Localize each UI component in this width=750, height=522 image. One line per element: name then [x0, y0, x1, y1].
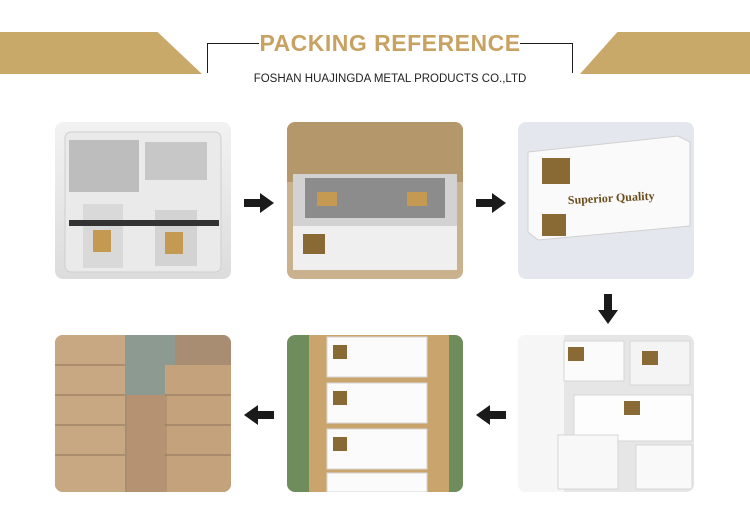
- bagged-parts-image: [64, 131, 222, 273]
- photo-bagged-parts: [55, 122, 231, 279]
- photo-box-pile: [518, 335, 694, 492]
- open-carton-image: [287, 122, 463, 270]
- page-title: PACKING REFERENCE: [259, 30, 521, 56]
- closed-box-image: Superior Quality: [527, 135, 691, 241]
- title-frame-top-right: [520, 43, 572, 44]
- arrow-down-icon: [598, 294, 618, 324]
- photo-warehouse: [55, 335, 231, 492]
- boxes-in-carton-image: [309, 335, 449, 492]
- arrow-left-icon: [244, 405, 274, 425]
- photo-closed-box: Superior Quality: [518, 122, 694, 279]
- header-band-right: [580, 32, 750, 74]
- photo-open-carton: [287, 122, 463, 279]
- company-name: FOSHAN HUAJINGDA METAL PRODUCTS CO.,LTD: [207, 73, 573, 85]
- title-frame-top-left: [207, 43, 259, 44]
- header-band-left: [0, 32, 202, 74]
- warehouse-image: [55, 335, 231, 492]
- box-label-text: Superior Quality: [567, 189, 654, 208]
- arrow-right-icon: [244, 193, 274, 213]
- photo-boxes-in-carton: [287, 335, 463, 492]
- box-pile-image: [518, 335, 694, 492]
- arrow-right-icon: [476, 193, 506, 213]
- arrow-left-icon: [476, 405, 506, 425]
